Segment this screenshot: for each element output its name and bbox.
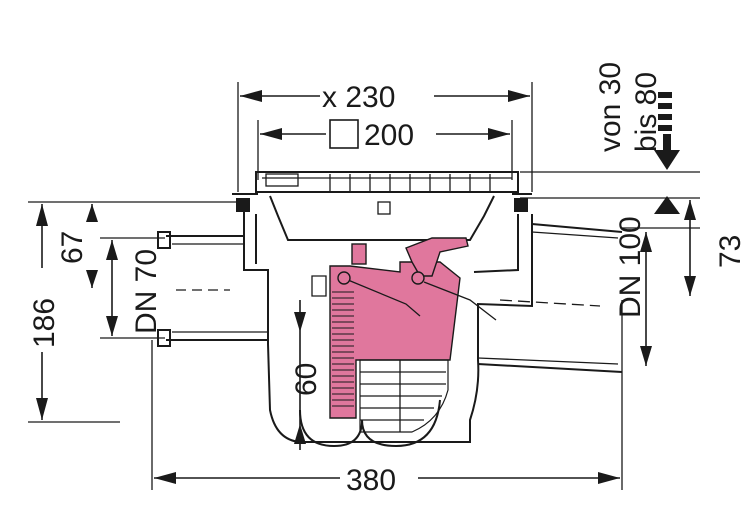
label-186: 186 — [28, 298, 61, 348]
odour-trap-insert — [311, 237, 497, 433]
label-380: 380 — [346, 464, 396, 497]
dimension-73: 73 — [622, 200, 747, 296]
label-von-30: von 30 — [594, 62, 627, 152]
dimension-dn100: DN 100 — [614, 216, 652, 366]
label-dn-70: DN 70 — [130, 249, 163, 334]
label-60: 60 — [290, 363, 323, 396]
square-icon — [329, 119, 359, 149]
dimension-67: 67 — [56, 204, 98, 288]
dimension-dn70: DN 70 — [100, 237, 165, 339]
dimension-60: 60 — [290, 300, 323, 450]
label-bis-80: bis 80 — [630, 72, 663, 152]
dimension-186: 186 — [28, 201, 238, 423]
label-dn-100: DN 100 — [614, 216, 647, 318]
label-67: 67 — [56, 231, 89, 264]
label-200: 200 — [364, 119, 414, 152]
dimension-380: 380 — [151, 300, 623, 497]
adjustment-range: von 30 bis 80 — [520, 62, 700, 214]
dimension-200: 200 — [257, 119, 513, 180]
dimension-230: x 230 — [237, 81, 533, 192]
drain-body — [157, 171, 623, 448]
label-73: 73 — [714, 235, 747, 268]
label-x-230: x 230 — [322, 81, 395, 114]
